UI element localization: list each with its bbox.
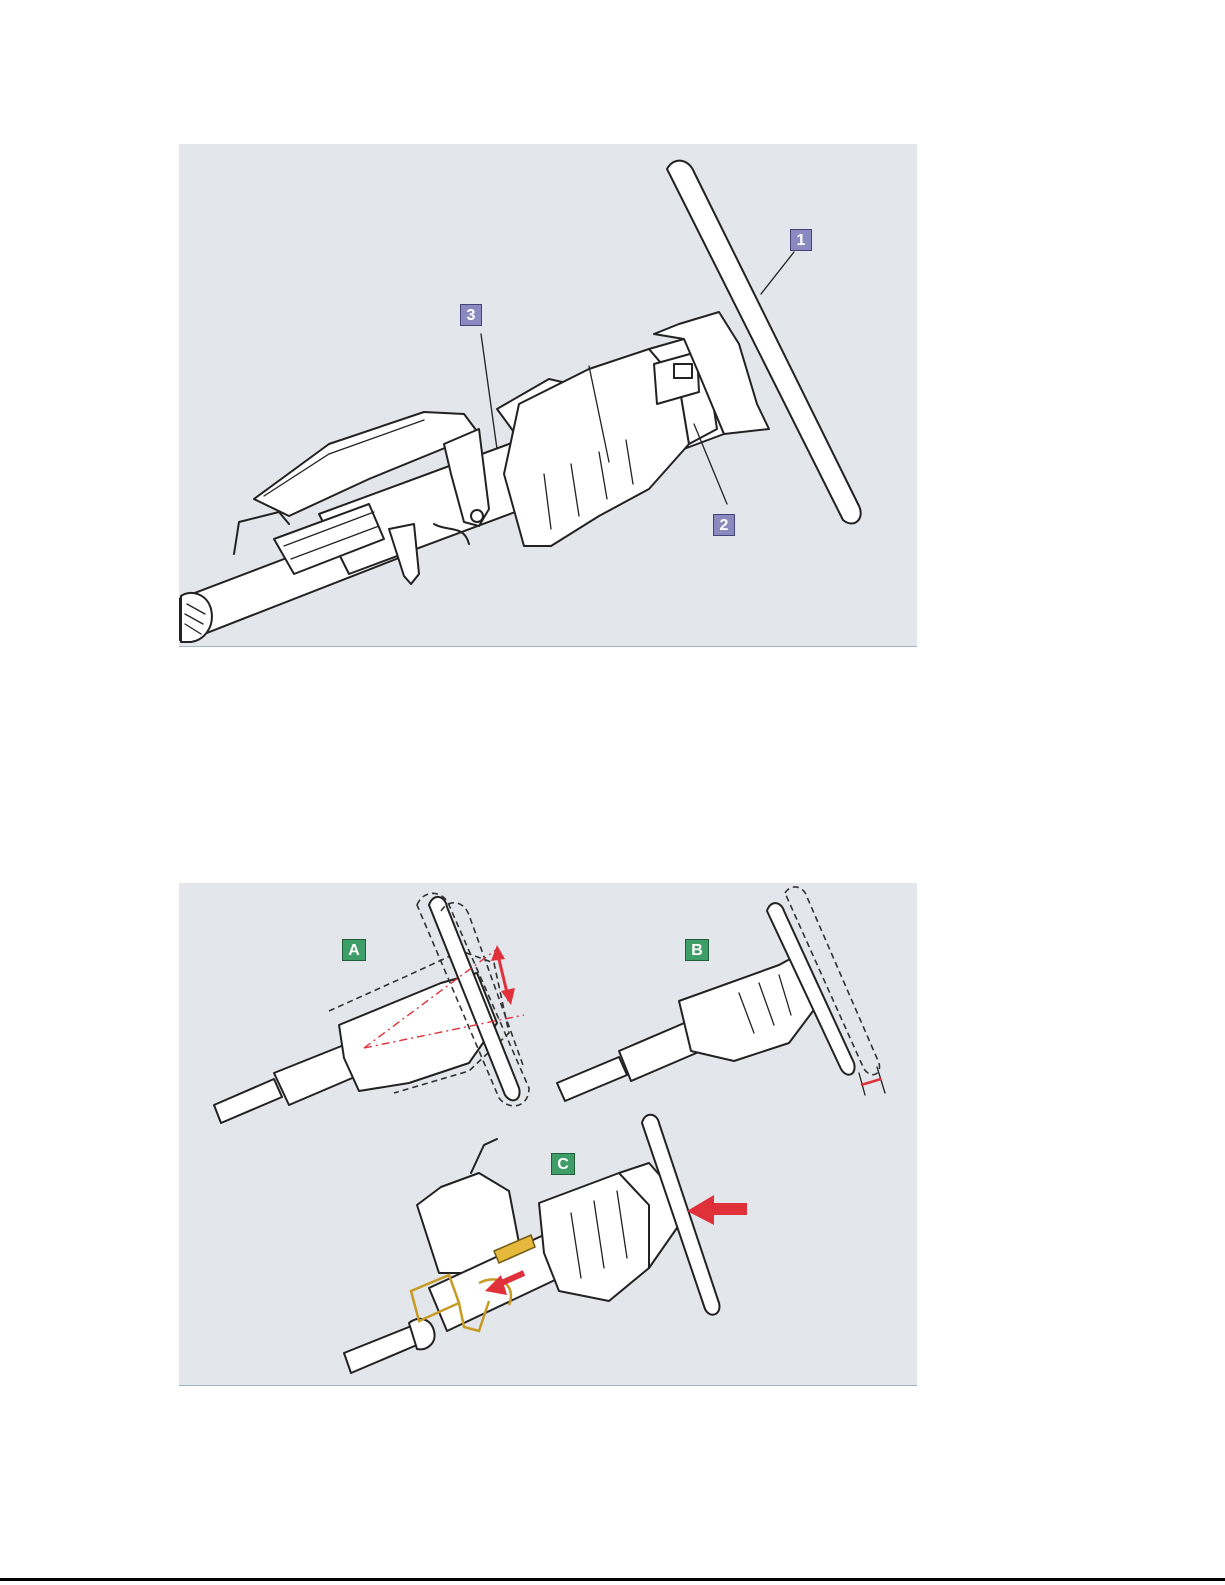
callout-a: A bbox=[342, 939, 366, 961]
universal-joint bbox=[181, 593, 212, 642]
telescopic-arrow bbox=[861, 1079, 881, 1085]
lock-housing-c bbox=[539, 1173, 649, 1301]
view-b-telescopic-adjustment bbox=[557, 887, 885, 1101]
page-bottom-rule bbox=[0, 1578, 1225, 1581]
steering-adjustment-diagram-panel: A B C bbox=[179, 883, 917, 1386]
callout-2: 2 bbox=[713, 514, 735, 536]
steering-column-illustration bbox=[179, 144, 917, 646]
view-c-collapse-mechanism bbox=[344, 1115, 747, 1373]
callout-3: 3 bbox=[460, 304, 482, 326]
callout-3-leader bbox=[481, 334, 497, 449]
callout-1: 1 bbox=[790, 229, 812, 251]
steering-column-diagram-panel: 1 2 3 bbox=[179, 144, 917, 647]
callout-c: C bbox=[551, 1153, 575, 1175]
callout-1-leader bbox=[761, 252, 794, 294]
steering-adjustment-illustration bbox=[179, 883, 917, 1385]
callout-b: B bbox=[685, 939, 709, 961]
view-a-tilt-adjustment bbox=[214, 893, 529, 1123]
